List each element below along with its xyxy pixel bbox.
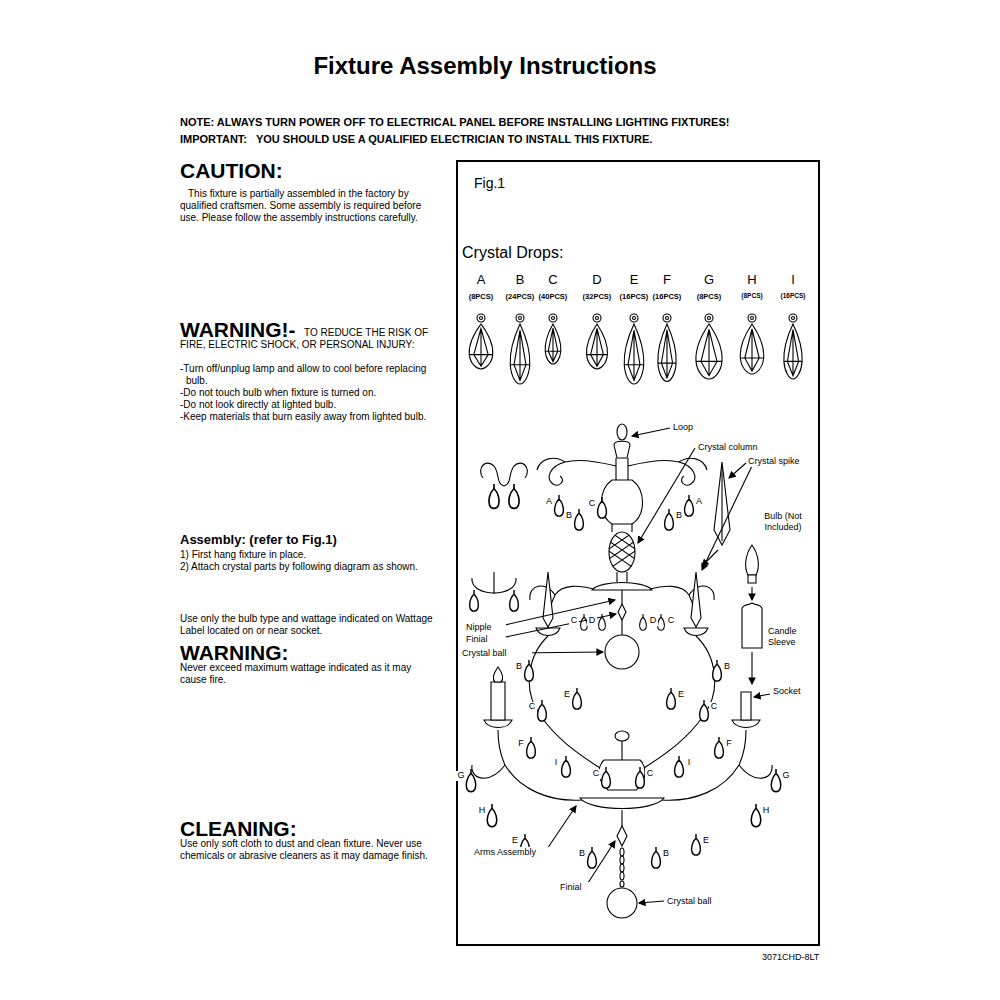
callout-label: Nipple — [466, 622, 506, 633]
quantity-label: (24PCS) — [498, 292, 542, 301]
figure-subheading: Crystal Drops: — [462, 243, 622, 262]
callout-label: Bulb (Not Included) — [748, 511, 818, 533]
section-heading: WARNING!- — [180, 317, 310, 342]
chandelier-drawing — [466, 424, 780, 918]
part-letter: D — [587, 616, 597, 626]
part-letter: C — [543, 272, 563, 288]
callout-label: Finial — [560, 882, 600, 893]
part-letter: D — [648, 616, 658, 626]
part-letter: H — [761, 806, 771, 816]
part-letter: H — [742, 272, 762, 288]
part-letter: C — [587, 499, 597, 509]
figure-label: Fig.1 — [474, 175, 505, 192]
part-letter: G — [781, 771, 791, 781]
body-text: 2) Attach crystal parts by following dia… — [180, 561, 450, 573]
callout-label: Crystal spike — [748, 456, 818, 467]
section-heading: WARNING: — [180, 640, 380, 665]
body-text: Never exceed maximum wattage indicated a… — [180, 662, 425, 686]
body-text: TO REDUCE THE RISK OF FIRE, ELECTRIC SHO… — [180, 327, 448, 351]
quantity-label: (32PCS) — [575, 292, 619, 301]
part-letter: B — [564, 511, 574, 521]
callout-label: Crystal ball — [667, 896, 737, 907]
part-letter: C — [709, 702, 719, 712]
part-letter: C — [569, 616, 579, 626]
part-letter: I — [684, 758, 694, 768]
part-letter: D — [587, 272, 607, 288]
callout-label: Candle Sleeve — [768, 626, 814, 648]
part-letter: C — [666, 616, 676, 626]
part-letter: E — [676, 690, 686, 700]
part-letter: B — [674, 511, 684, 521]
callout-label: Arms Assembly — [474, 847, 554, 858]
section-heading: Assembly: (refer to Fig.1) — [180, 532, 440, 548]
section-heading: CLEANING: — [180, 816, 380, 841]
body-text: Use only the bulb type and wattage indic… — [180, 613, 442, 637]
part-letter: E — [562, 690, 572, 700]
quantity-label: (8PCS) — [687, 292, 731, 301]
part-letter: B — [722, 662, 732, 672]
part-letter: A — [471, 272, 491, 288]
callout-label: Socket — [773, 686, 813, 697]
model-number: 3071CHD-8LT — [762, 952, 832, 963]
part-letter: F — [724, 739, 734, 749]
body-text: 1) First hang fixture in place. — [180, 549, 450, 561]
part-letter: C — [591, 769, 601, 779]
part-letter: F — [657, 272, 677, 288]
part-letter: G — [456, 771, 466, 781]
instruction-heading: IMPORTANT: YOU SHOULD USE A QUALIFIED EL… — [180, 133, 840, 146]
part-letter: E — [624, 272, 644, 288]
part-letter: B — [514, 662, 524, 672]
part-letter: F — [516, 739, 526, 749]
section-heading: CAUTION: — [180, 158, 380, 183]
crystal-drop-row — [469, 314, 802, 384]
body-text: This fixture is partially assembled in t… — [180, 188, 438, 224]
part-letter: I — [783, 272, 803, 288]
part-letter: C — [527, 702, 537, 712]
part-letter: H — [477, 806, 487, 816]
quantity-label: (16PCS) — [645, 292, 689, 301]
part-letter: E — [510, 836, 520, 846]
quantity-label: (8PCS) — [730, 292, 774, 300]
part-letter: B — [510, 272, 530, 288]
bullet-text: -Do not look directly at lighted bulb. — [180, 399, 438, 411]
page-title: Fixture Assembly Instructions — [260, 52, 710, 81]
callout-label: Crystal ball — [462, 648, 532, 659]
bullet-text: -Do not touch bulb when fixture is turne… — [180, 387, 438, 399]
quantity-label: (8PCS) — [459, 292, 503, 301]
quantity-label: (40PCS) — [531, 292, 575, 301]
instruction-heading: NOTE: ALWAYS TURN POWER OFF TO ELECTRICA… — [180, 116, 840, 129]
callout-label: Loop — [673, 422, 718, 433]
part-letter: C — [645, 769, 655, 779]
part-letter: I — [551, 758, 561, 768]
callout-label: Finial — [466, 634, 506, 645]
quantity-label: (16PCS) — [771, 292, 815, 300]
part-letter: E — [701, 836, 711, 846]
part-letter: A — [694, 497, 704, 507]
leader-lines — [496, 428, 770, 903]
part-letter: A — [544, 497, 554, 507]
part-letter: B — [577, 849, 587, 859]
callout-label: Crystal column — [698, 442, 778, 453]
bullet-text: -Keep materials that burn easily away fr… — [180, 411, 438, 423]
part-letter: G — [699, 272, 719, 288]
quantity-label: (16PCS) — [612, 292, 656, 301]
part-letter: B — [661, 849, 671, 859]
bullet-text: -Turn off/unplug lamp and allow to cool … — [180, 363, 438, 387]
body-text: Use only soft cloth to dust and clean fi… — [180, 838, 438, 862]
